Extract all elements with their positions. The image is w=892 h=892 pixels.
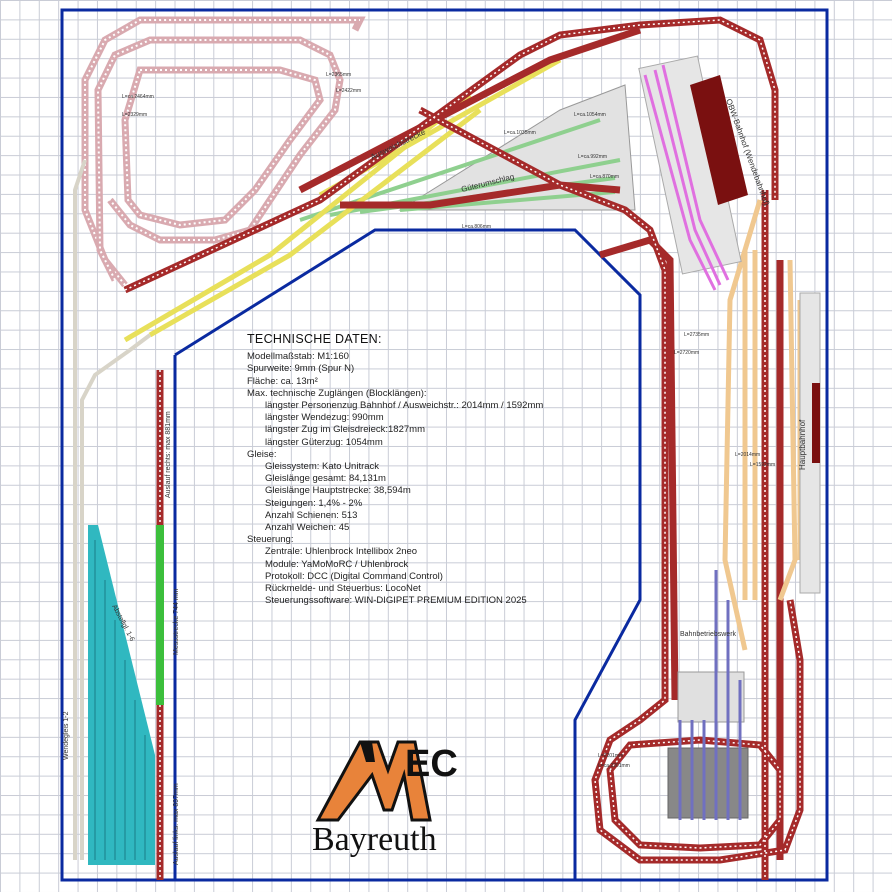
label-auslauf-links: Auslauf links: max 897mm: [173, 783, 180, 865]
technical-data-line: Steuerung:: [247, 534, 294, 546]
len-m5: L=ca.1054mm: [574, 112, 606, 118]
depot-tracks: [94, 540, 146, 860]
technical-data-line: Gleissystem: Kato Unitrack: [265, 461, 380, 473]
baseboard-border: [60, 8, 829, 882]
technical-data-line: Zentrale: Uhlenbrock Intellibox 2neo: [265, 546, 418, 558]
technical-data-line: Spurweite: 9mm (Spur N): [247, 363, 355, 375]
technical-data-line: Protokoll: DCC (Digital Command Control): [265, 570, 443, 582]
baseboard-inner-outline: [173, 228, 642, 880]
technical-data-line: Anzahl Schienen: 513: [265, 509, 358, 521]
technical-data-line: Anzahl Weichen: 45: [265, 522, 350, 534]
len-m3: L=2365mm: [326, 72, 351, 78]
len-m12: L=2014mm: [735, 452, 760, 458]
obw-building: [690, 75, 748, 205]
technical-data-line: Rückmelde- und Steuerbus: LocoNet: [265, 583, 421, 595]
technical-data-line: längster Personenzug Bahnhof / Ausweichs…: [265, 400, 544, 412]
technical-data-line: Gleise:: [247, 448, 277, 460]
logo-m-shape: [315, 740, 432, 822]
len-m8: L=ca.806mm: [462, 224, 491, 230]
technical-data-line: Gleislänge gesamt: 84,131m: [265, 473, 386, 485]
technical-data-line: Steigungen: 1,4% - 2%: [265, 497, 363, 509]
label-bw: Bahnbetriebswerk: [680, 631, 737, 638]
label-wendegleis: Wendegleis 1-2: [63, 711, 70, 760]
technical-data-title: TECHNISCHE DATEN:: [247, 332, 382, 346]
len-m2: L=2329mm: [122, 112, 147, 118]
len-m10: L=2735mm: [684, 332, 709, 338]
technical-data-line: Max. technische Zuglängen (Blocklängen):: [247, 387, 427, 399]
len-m15: L=ca.2201mm: [598, 763, 630, 769]
len-m4: L=2422mm: [336, 88, 361, 94]
logo-m-shadow: [360, 742, 375, 762]
len-m14: L=2201mm: [598, 753, 623, 759]
len-m1: L=ca.2464mm: [122, 94, 154, 100]
obw-tracks: [643, 64, 730, 291]
logo-letters: EC: [405, 743, 458, 785]
label-auslauf-rechts: Auslauf rechts: max 881mm: [165, 411, 172, 498]
label-hauptbahnhof: Hauptbahnhof: [798, 419, 807, 470]
technical-data-line: Modellmaßstab: M1:160: [247, 351, 349, 363]
len-m13: L=1592mm: [750, 462, 775, 468]
technical-data-line: längster Güterzug: 1054mm: [265, 436, 383, 448]
technical-data-line: Fläche: ca. 13m²: [247, 375, 318, 387]
wendegleis-track: [73, 159, 152, 860]
len-m9: L=ca.1035mm: [504, 130, 536, 136]
technical-data-line: Steuerungssoftware: WIN-DIGIPET PREMIUM …: [265, 595, 527, 607]
len-m6: L=ca.992mm: [578, 154, 607, 160]
technical-data-line: längster Wendezug: 990mm: [265, 412, 384, 424]
mec-logo: EC Bayreuth: [312, 740, 458, 858]
technical-data-line: Module: YaMoMoRC / Uhlenbrock: [265, 558, 409, 570]
pink-loop-track: [81, 16, 366, 288]
hauptbahnhof-building: [812, 383, 820, 463]
technical-data-line: Gleislänge Hauptstrecke: 38,594m: [265, 485, 411, 497]
bw-building: [677, 671, 745, 723]
label-messstrecke: Messstrecke 744 mm: [173, 588, 180, 655]
messstrecke: [156, 525, 164, 705]
bw-tracks: [678, 570, 742, 820]
len-m7: L=ca.870mm: [590, 174, 619, 180]
logo-city: Bayreuth: [312, 821, 437, 858]
technical-data-line: längster Zug im Gleisdreieck:1827mm: [265, 424, 425, 436]
len-m11: L=2720mm: [674, 350, 699, 356]
